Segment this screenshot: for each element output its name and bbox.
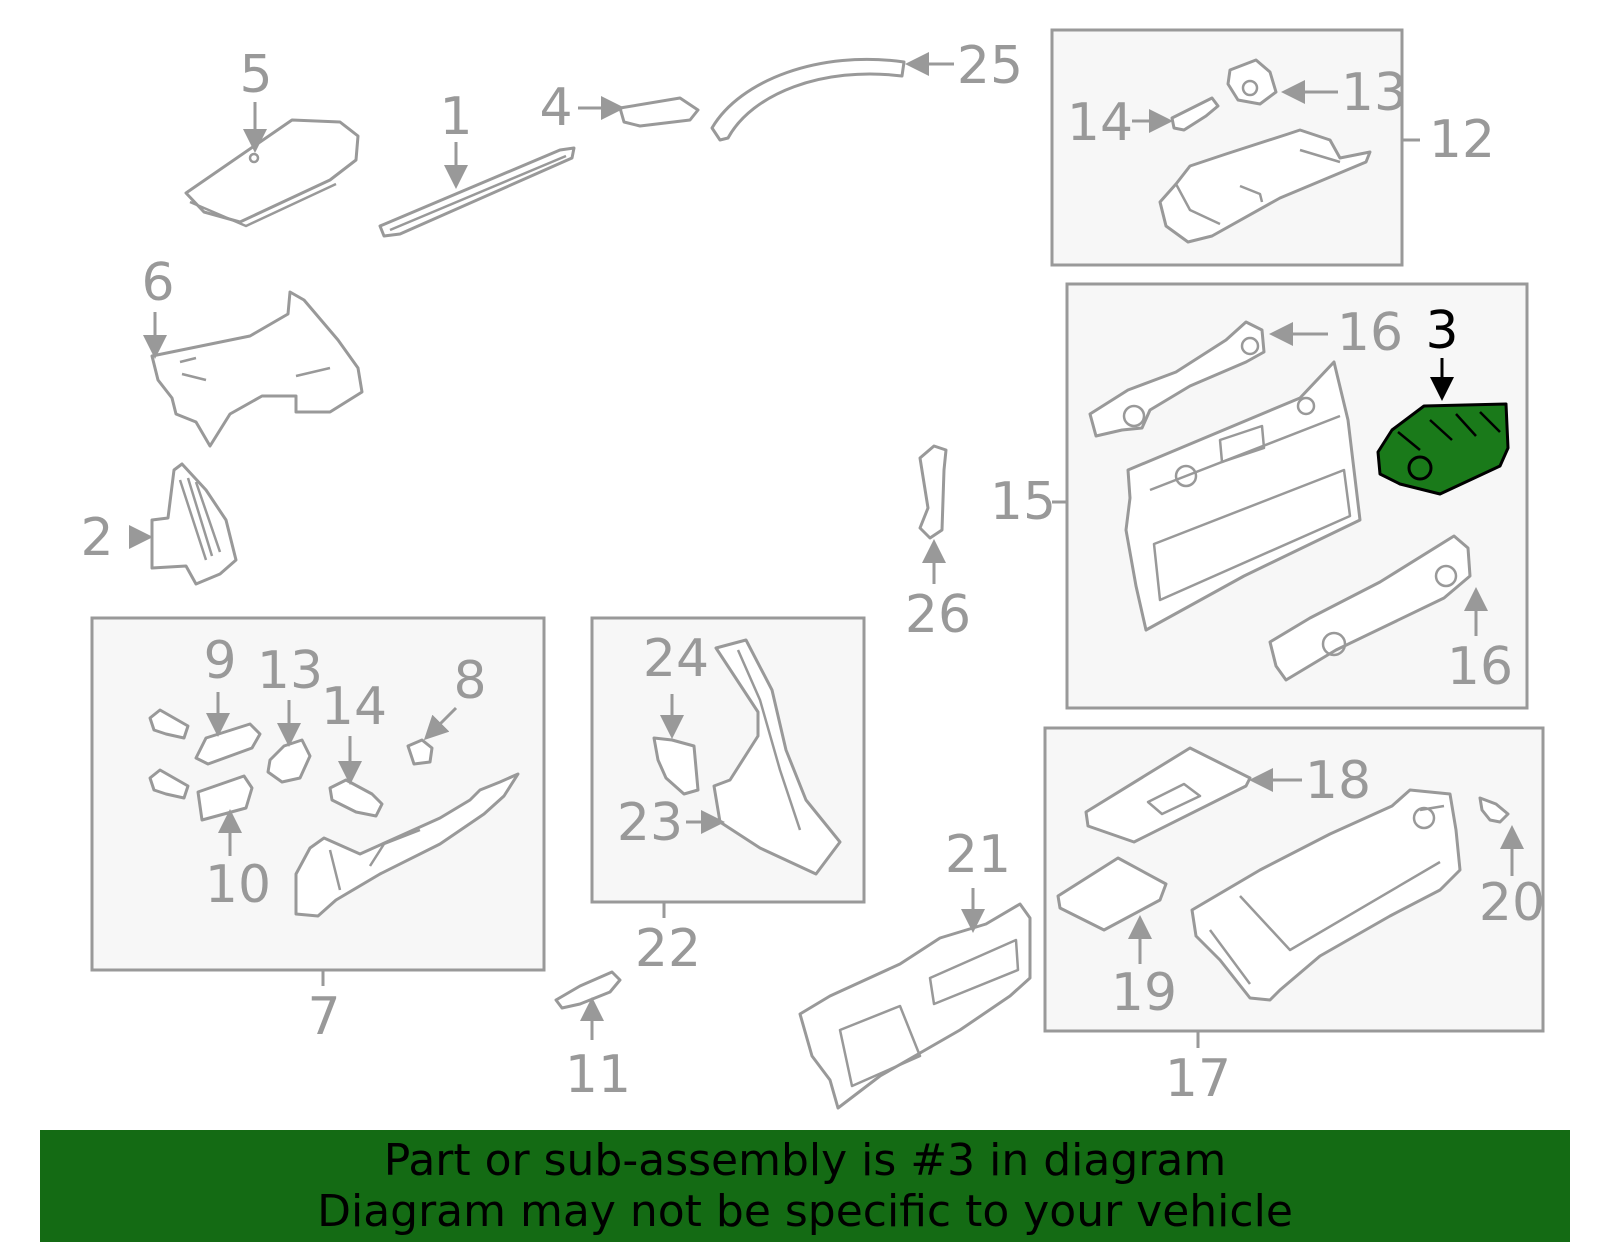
callout-19: 19 <box>1111 963 1177 1023</box>
part-7-trim <box>294 772 520 918</box>
callout-5: 5 <box>239 45 272 105</box>
banner-line-part: Part or sub-assembly is #3 in diagram <box>383 1135 1227 1186</box>
part-16-upper <box>1088 320 1266 438</box>
callout-16-lower: 16 <box>1447 637 1513 697</box>
leader-8 <box>423 706 458 741</box>
part-20 <box>1478 796 1510 824</box>
callout-21: 21 <box>945 825 1011 885</box>
part-6 <box>150 290 364 448</box>
part-1 <box>378 146 576 238</box>
callout-9: 9 <box>203 631 236 691</box>
part-17-console <box>1190 788 1462 1002</box>
callout-2: 2 <box>80 508 113 568</box>
part-16-lower <box>1268 534 1472 682</box>
callout-18: 18 <box>1305 751 1371 811</box>
callout-23: 23 <box>617 793 683 853</box>
part-19 <box>1056 856 1168 932</box>
part-18 <box>1084 746 1252 844</box>
callout-1: 1 <box>439 87 472 147</box>
part-bolt-upper <box>148 708 190 740</box>
part-13-upper <box>1226 58 1278 106</box>
part-26 <box>918 444 948 540</box>
part-12-panel <box>1158 128 1372 244</box>
part-23 <box>712 638 842 876</box>
part-3-highlighted <box>1376 402 1510 496</box>
part-9 <box>194 722 262 766</box>
callout-26: 26 <box>905 585 971 645</box>
part-24 <box>652 736 700 796</box>
callout-7: 7 <box>307 987 340 1047</box>
callout-24: 24 <box>643 629 709 689</box>
part-bolt-lower <box>148 768 190 800</box>
callout-22: 22 <box>635 919 701 979</box>
callout-17: 17 <box>1165 1049 1231 1109</box>
callout-16-upper: 16 <box>1337 303 1403 363</box>
part-15 <box>1124 360 1362 632</box>
callout-6: 6 <box>141 253 174 313</box>
part-25 <box>710 57 906 142</box>
callout-14-lower: 14 <box>321 677 387 737</box>
callout-3: 3 <box>1425 301 1458 361</box>
part-2 <box>150 462 238 586</box>
banner-line-disclaimer: Diagram may not be specific to your vehi… <box>317 1186 1293 1237</box>
callout-25: 25 <box>957 36 1023 96</box>
part-8 <box>406 738 434 766</box>
parts-diagram: 5 1 4 25 14 13 12 6 2 16 3 15 16 26 9 13… <box>80 28 1545 1110</box>
callout-12: 12 <box>1429 110 1495 170</box>
callout-10: 10 <box>205 855 271 915</box>
callout-15: 15 <box>990 472 1056 532</box>
info-banner: Part or sub-assembly is #3 in diagram Di… <box>40 1130 1570 1242</box>
part-11 <box>554 970 622 1010</box>
callout-13-lower: 13 <box>257 641 323 701</box>
part-4 <box>618 96 700 128</box>
callout-14-upper: 14 <box>1067 93 1133 153</box>
callout-8: 8 <box>453 651 486 711</box>
callout-11: 11 <box>565 1045 631 1105</box>
callout-13-upper: 13 <box>1341 63 1407 123</box>
callout-4: 4 <box>539 78 572 138</box>
part-14-upper <box>1170 96 1220 132</box>
part-5 <box>184 118 360 228</box>
callout-20: 20 <box>1479 873 1545 933</box>
part-21 <box>798 902 1032 1110</box>
